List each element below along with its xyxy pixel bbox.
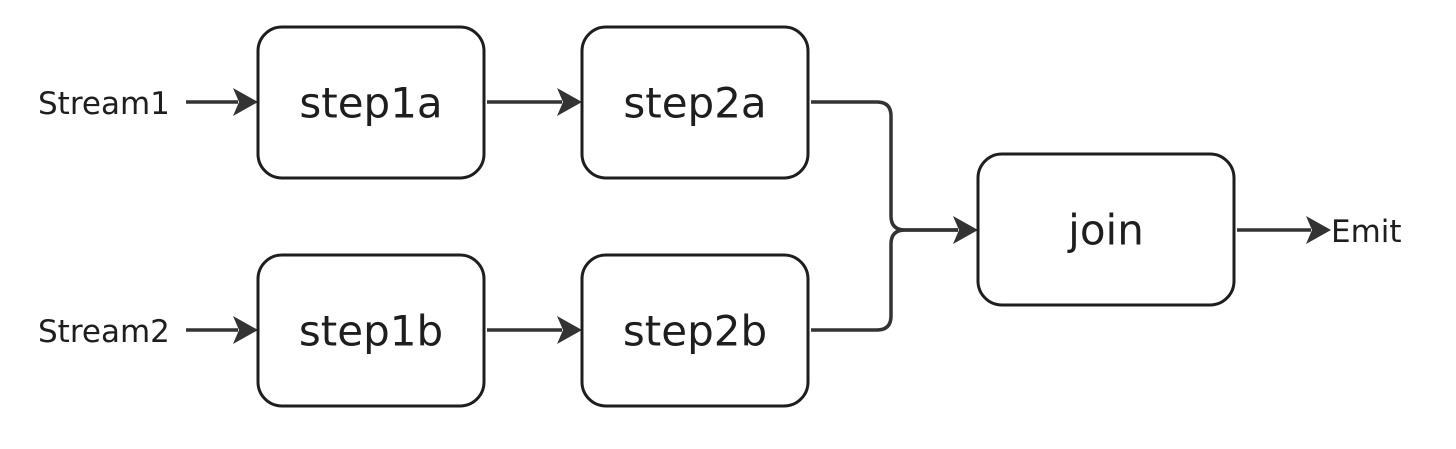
node-step1a: step1a [256, 25, 486, 180]
edge-step1a-step2a [487, 88, 582, 116]
edge-step2b-join [811, 216, 978, 332]
node-join: join [976, 152, 1236, 307]
node-step2b-box [580, 253, 810, 408]
stream1-label: Stream1 [38, 86, 170, 122]
node-step2a-box [580, 25, 810, 180]
node-step1b: step1b [256, 253, 486, 408]
node-step2b: step2b [580, 253, 810, 408]
node-step1b-label: step1b [299, 307, 443, 356]
stream2-label: Stream2 [38, 314, 170, 350]
edge-stream1-step1a [186, 88, 258, 116]
node-join-label: join [1067, 206, 1144, 255]
edges [186, 88, 1331, 344]
edge-step1b-step2b [487, 316, 582, 344]
edge-join-emit [1237, 216, 1331, 244]
node-step1a-box [256, 25, 486, 180]
node-join-box [976, 152, 1236, 307]
node-step2a-label: step2a [623, 79, 766, 128]
node-step1a-label: step1a [299, 79, 442, 128]
emit-label: Emit [1331, 214, 1402, 250]
edge-stream2-step1b [186, 316, 258, 344]
node-step1b-box [256, 253, 486, 408]
node-step2b-label: step2b [623, 307, 767, 356]
edge-step2a-join [811, 100, 958, 232]
node-step2a: step2a [580, 25, 810, 180]
